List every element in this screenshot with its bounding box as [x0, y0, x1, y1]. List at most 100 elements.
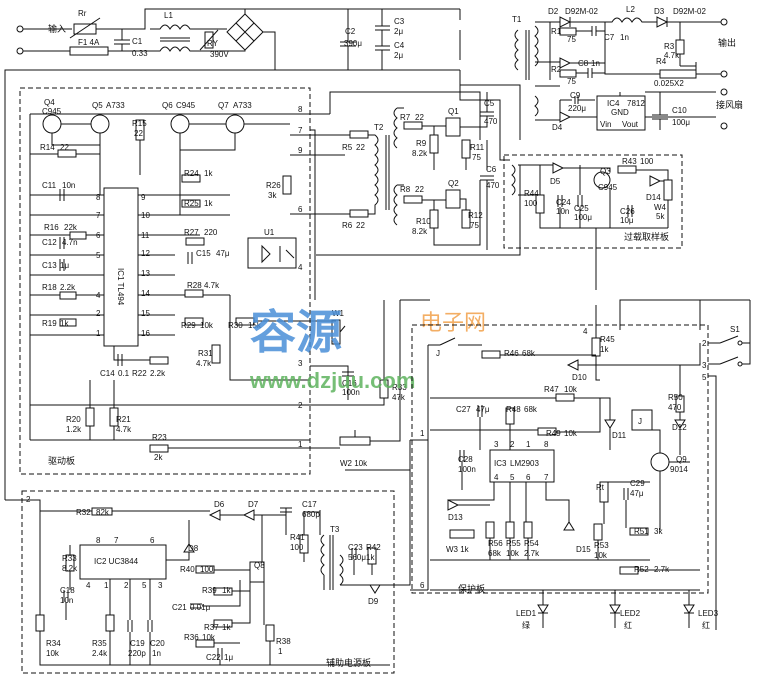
r56-value: 68k [488, 549, 502, 558]
ry-label: RY [207, 39, 219, 48]
led2-color: 红 [624, 620, 632, 630]
resistor-r51 [629, 527, 649, 536]
ic1-tl494 [103, 187, 139, 347]
r27-label: R27 [184, 228, 199, 237]
ic2-pin-4: 4 [86, 581, 91, 590]
aux-board-outline [21, 490, 395, 674]
c3-value: 2μ [394, 27, 403, 36]
protect-pin-5: 5 [702, 373, 707, 382]
resistor-r10 [429, 209, 439, 229]
drive-pin-8: 8 [298, 105, 303, 114]
ic1-pin-1: 1 [96, 329, 101, 338]
c8-label: C8 [578, 59, 589, 68]
r6-value: 22 [356, 221, 365, 230]
resistor-r31 [211, 344, 221, 364]
ic2-pin-3: 3 [158, 581, 163, 590]
ic1-pin-12: 12 [141, 249, 150, 258]
r47-value: 10k [564, 385, 578, 394]
transformer-t3-primary [320, 534, 325, 576]
ic4-label: IC4 [607, 99, 620, 108]
r5-label: R5 [342, 143, 353, 152]
r7-label: R7 [400, 113, 411, 122]
transformer-t1-primary [514, 29, 519, 71]
ic3-value: LM2903 [510, 459, 539, 468]
inductor-l2 [605, 17, 652, 23]
drive-board-title: 驱动板 [48, 455, 75, 466]
resistor-r20 [85, 407, 95, 427]
c9-value: 220μ [568, 104, 586, 113]
q1-label: Q1 [448, 107, 459, 116]
c26-label: C26 [620, 207, 635, 216]
r43-value: 100 [640, 157, 654, 166]
r26-value: 3k [268, 191, 277, 200]
protection-board-outline [411, 324, 709, 594]
output-terminal-bottom [720, 70, 728, 78]
protect-pin-2: 2 [702, 339, 707, 348]
drive-board: 驱动板 Q4 C945 Q5 A733 Q6 C945 Q7 A733 R15 … [19, 87, 345, 475]
r53-label: R53 [594, 541, 609, 550]
ic2-pin-5: 5 [142, 581, 147, 590]
c16-value: 100n [342, 388, 360, 397]
resistor-r26 [282, 175, 292, 195]
r50-value: 470 [668, 403, 682, 412]
r3-label: R3 [664, 42, 675, 51]
r51-value: 3k [654, 527, 663, 536]
t3-label: T3 [330, 525, 340, 534]
led1 [537, 604, 549, 614]
r18-label: R18 [42, 283, 57, 292]
ic3-pin-8: 8 [544, 440, 549, 449]
diode-d3 [656, 16, 669, 28]
transformer-t2-secondary [393, 107, 398, 226]
protection-board: 保护板 4 2 3 5 1 6 J R46 68k D10 R45 1k S1 … [411, 300, 751, 630]
r37-label: R37 [204, 623, 219, 632]
input-wires [23, 8, 460, 52]
cap-c12 [59, 237, 65, 249]
c10-value: 100μ [672, 118, 690, 127]
r47-label: R47 [544, 385, 559, 394]
resistor-r8 [403, 195, 423, 204]
r48-value: 68k [524, 405, 538, 414]
resistor-r9 [429, 134, 439, 154]
c2-label: C2 [345, 27, 356, 36]
relay-coil-label: J [638, 417, 642, 426]
d4-label: D4 [552, 123, 563, 132]
ic2-label: IC2 UC3844 [94, 557, 139, 566]
r20-value: 1.2k [66, 425, 82, 434]
f1-label: F1 4A [78, 38, 100, 47]
drive-pin-4: 4 [298, 263, 303, 272]
c6-label: C6 [486, 165, 497, 174]
d5-label: D5 [550, 177, 561, 186]
potentiometer-w3 [449, 529, 475, 539]
cap-c23 [351, 548, 357, 560]
d6-label: D6 [214, 500, 225, 509]
c4-label: C4 [394, 41, 405, 50]
q8-label: Q8 [254, 561, 265, 570]
led2 [609, 604, 621, 614]
resistor-r29 [184, 317, 204, 326]
c11-value: 10n [62, 181, 75, 190]
q9-label: Q9 [676, 455, 687, 464]
r38-label: R38 [276, 637, 291, 646]
r22-label: R22 [132, 369, 147, 378]
c13-value: 1μ [60, 261, 69, 270]
l2-label: L2 [626, 5, 635, 14]
q7-type: A733 [233, 101, 252, 110]
q9-type: 9014 [670, 465, 688, 474]
q3-type: C945 [598, 183, 618, 192]
r2-value: 75 [567, 77, 576, 86]
r2-label: R2 [551, 65, 562, 74]
drive-pin-3: 3 [298, 359, 303, 368]
ic1-pin-8: 8 [96, 193, 101, 202]
c22-value: 1μ [224, 653, 233, 662]
r32-value: 82k [96, 508, 110, 517]
transistor-q5 [90, 114, 110, 134]
cap-c27 [477, 405, 483, 417]
c1-value: 0.33 [132, 49, 148, 58]
c25-value: 100μ [574, 213, 592, 222]
w4-label: W4 [654, 203, 667, 212]
s1-label: S1 [730, 325, 740, 334]
watermark-url: www.dzjuu.com [249, 368, 415, 393]
aux-board-title: 辅助电源板 [326, 657, 371, 668]
r16-value: 22k [64, 223, 78, 232]
cap-c22 [217, 648, 223, 660]
